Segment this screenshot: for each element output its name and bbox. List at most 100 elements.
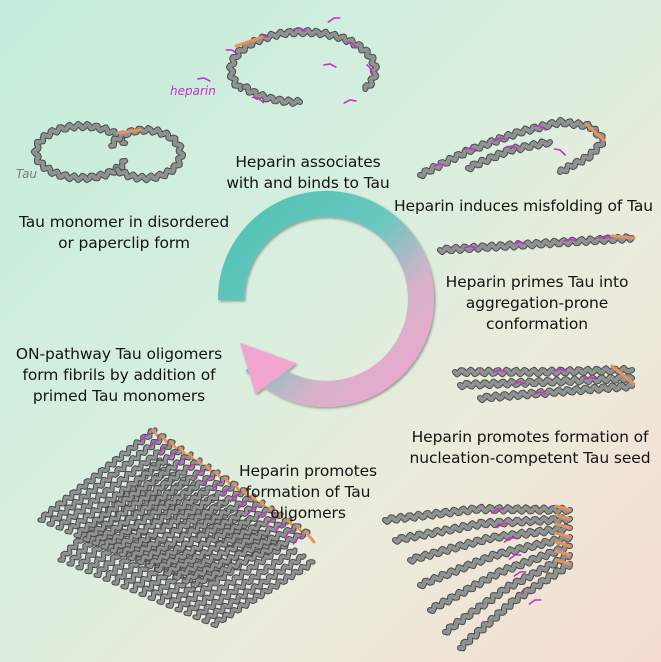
heparin-chain <box>247 505 259 515</box>
primed-region <box>554 540 572 548</box>
heparin-chain <box>463 147 477 152</box>
tau-strand <box>146 500 265 569</box>
heparin-chain <box>583 376 597 380</box>
cycle-arrow <box>217 190 434 407</box>
heparin-chain <box>274 523 286 533</box>
tau-monomer-paperclip <box>30 121 186 184</box>
heparin-chain <box>491 508 504 514</box>
tau-strand <box>428 543 572 613</box>
label-misfold: Heparin induces misfolding of Tau <box>393 197 654 215</box>
tau-strand <box>155 506 274 572</box>
heparin-chain <box>327 17 341 23</box>
tau-heparin-ring <box>197 17 380 107</box>
tau-fibril <box>37 427 316 628</box>
heparin-chain <box>256 511 268 521</box>
primed-region <box>610 364 636 386</box>
heparin-chain <box>493 369 507 373</box>
tau-seed <box>452 364 636 403</box>
tau-oligomer-fan <box>382 503 573 652</box>
tau-strand <box>458 374 634 390</box>
tau-strand <box>191 529 310 588</box>
tau-strand <box>453 366 634 377</box>
tau-strand <box>83 458 202 542</box>
tau-strand <box>393 515 572 544</box>
primed-region <box>610 234 636 240</box>
tau-strand <box>119 481 238 557</box>
tau-strand <box>101 470 220 549</box>
heparin-chain <box>139 433 151 443</box>
heparin-chain <box>202 475 214 485</box>
heparin-chain <box>343 99 357 104</box>
heparin-chain <box>513 381 527 385</box>
heparin-chain <box>554 148 566 156</box>
primed-region <box>554 531 572 539</box>
heparin-chain <box>184 463 196 473</box>
primed-region <box>304 530 316 544</box>
heparin-chain <box>238 499 250 509</box>
primed-region <box>554 558 572 566</box>
heparin-chain <box>533 391 547 395</box>
label-primes: Heparin primes Tau into aggregation-pron… <box>445 273 629 333</box>
tau-strand <box>202 554 306 624</box>
tau-strand <box>478 382 634 402</box>
label-monomer: Tau monomer in disordered or paperclip f… <box>18 213 230 252</box>
primed-region <box>554 549 572 557</box>
tau-strand <box>418 535 572 589</box>
heparin-chain <box>323 63 337 68</box>
heparin-chain <box>513 571 527 577</box>
heparin-chain <box>433 163 447 167</box>
heparin-chain <box>493 137 507 142</box>
heparin-chain <box>197 77 211 82</box>
heparin-chain <box>265 517 277 527</box>
heparin-chain <box>220 487 232 497</box>
heparin-chain <box>528 599 542 605</box>
heparin-chain <box>513 241 527 245</box>
tau-strand <box>164 512 283 576</box>
tau-strand-outline <box>226 27 380 92</box>
primed-region <box>584 122 606 142</box>
heparin-chain <box>533 125 547 131</box>
heparin-chain <box>293 27 307 32</box>
tau-tag: Tau <box>16 167 38 181</box>
heparin-chain <box>508 554 522 560</box>
tau-strand <box>211 560 315 627</box>
tau-strand <box>38 428 157 523</box>
tau-primed-strand <box>437 233 636 255</box>
tau-strand <box>227 28 379 91</box>
primed-region <box>234 35 264 48</box>
primed-region <box>554 513 572 521</box>
heparin-chain <box>563 238 577 242</box>
heparin-chain <box>225 49 239 55</box>
primed-region <box>554 504 572 512</box>
heparin-chain <box>463 245 477 249</box>
tau-strand <box>56 439 175 530</box>
tau-strand <box>109 126 185 183</box>
heparin-chain <box>229 493 241 503</box>
tau-strand <box>74 452 193 538</box>
tau-strand <box>110 476 229 553</box>
heparin-chain <box>283 529 295 539</box>
tau-strand <box>466 139 552 172</box>
tau-strand <box>128 488 247 561</box>
tau-strand <box>65 446 184 534</box>
label-fibrils: ON-pathway Tau oligomers form fibrils by… <box>15 345 223 405</box>
heparin-chain <box>292 535 304 545</box>
tau-strand <box>193 548 297 620</box>
heparin-chain <box>157 445 169 455</box>
heparin-chain <box>148 439 160 449</box>
tau-strand <box>408 524 572 564</box>
tau-strand <box>184 542 288 616</box>
tau-strand <box>443 553 572 635</box>
heparin-chain <box>505 145 519 150</box>
tau-strand <box>173 518 292 580</box>
heparin-chain <box>175 457 187 467</box>
primed-region <box>554 522 572 530</box>
tau-strand <box>383 504 572 524</box>
heparin-chain <box>503 537 517 543</box>
heparin-chain <box>193 469 205 479</box>
heparin-chain <box>166 451 178 461</box>
heparin-chain <box>496 522 509 529</box>
tau-strand <box>418 117 605 178</box>
tau-strand <box>137 494 256 565</box>
